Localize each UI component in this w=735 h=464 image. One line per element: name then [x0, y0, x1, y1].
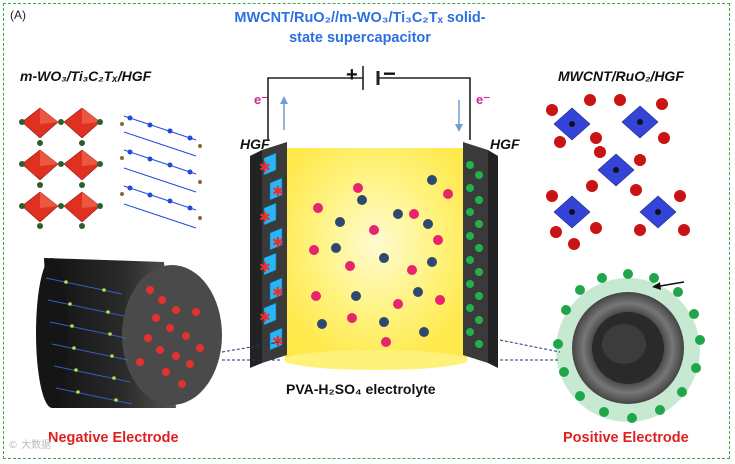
svg-text:✱: ✱	[259, 210, 271, 226]
electron-right-label: e⁻	[476, 92, 491, 107]
hgf-left-label: HGF	[240, 136, 270, 152]
svg-text:✱: ✱	[272, 184, 284, 200]
negative-material-label: m-WO₃/Ti₃C₂Tₓ/HGF	[20, 68, 152, 84]
mxene-layers	[123, 115, 197, 229]
positive-electrode-slab	[463, 142, 498, 368]
wo3-octahedra	[19, 107, 103, 229]
title-line-2: state supercapacitor	[289, 30, 431, 46]
cations	[309, 183, 453, 347]
hgf-right-label: HGF	[490, 136, 520, 152]
positive-material-label: MWCNT/RuO₂/HGF	[558, 68, 684, 84]
connector-lines	[221, 339, 561, 361]
figure-frame	[3, 3, 730, 459]
svg-text:✱: ✱	[259, 260, 271, 276]
negative-electrode-label: Negative Electrode	[48, 430, 179, 446]
svg-text:✱: ✱	[272, 235, 284, 251]
battery-minus: −	[383, 61, 396, 86]
anions	[317, 175, 437, 337]
electron-left-label: e⁻	[254, 92, 269, 107]
negative-electrode-slab: ✱✱ ✱✱ ✱✱ ✱✱	[250, 142, 287, 368]
electrolyte-label: PVA-H₂SO₄ electrolyte	[286, 381, 436, 397]
positive-electrode-ring	[553, 269, 705, 423]
negative-electrode-cylinder	[36, 258, 222, 408]
figure-title: MWCNT/RuO₂//m-WO₃/Ti₃C₂Tₓ solid- state s…	[195, 8, 525, 48]
svg-text:✱: ✱	[259, 160, 271, 176]
svg-text:✱: ✱	[272, 285, 284, 301]
mxene-atoms	[127, 115, 193, 211]
battery-plus: +	[346, 64, 358, 86]
positive-electrode-label: Positive Electrode	[563, 430, 689, 446]
svg-text:✱: ✱	[259, 310, 271, 326]
watermark: © 大数据	[8, 440, 52, 451]
mxene-terminations	[120, 122, 202, 220]
title-line-1: MWCNT/RuO₂//m-WO₃/Ti₃C₂Tₓ solid-	[234, 10, 486, 26]
external-circuit	[267, 66, 471, 140]
ruo2-octahedra	[546, 94, 690, 250]
panel-label: (A)	[10, 8, 26, 22]
